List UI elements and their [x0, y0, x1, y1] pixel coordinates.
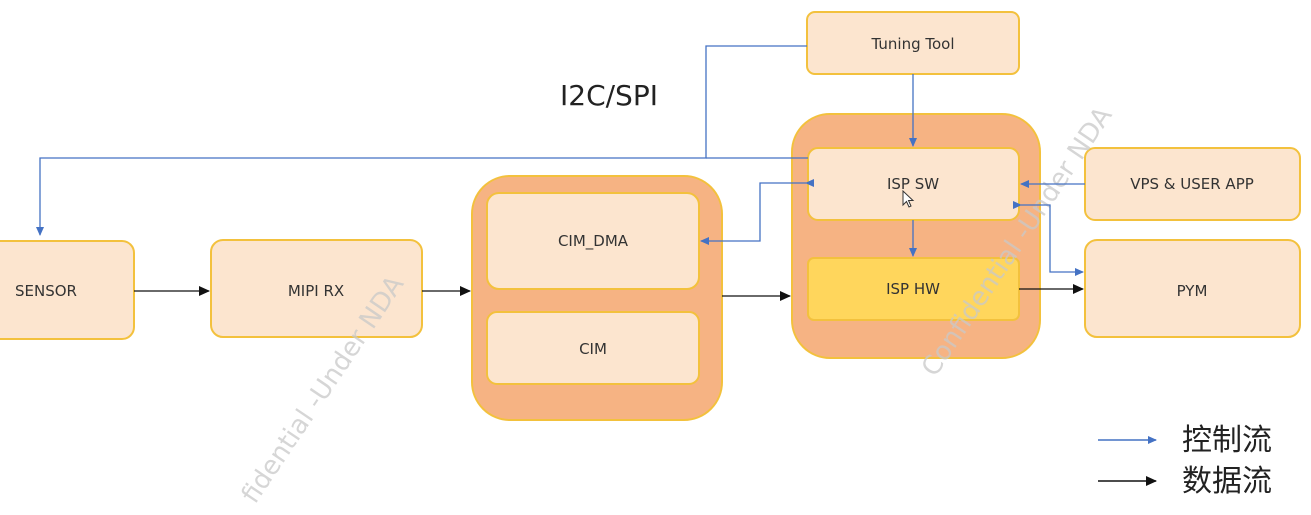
sensor-box [0, 240, 135, 340]
mipi-rx-box [210, 239, 423, 338]
legend-control-label: 控制流 [1182, 423, 1272, 458]
cim-dma-label: CIM_DMA [558, 232, 629, 251]
control-line-isp-sw-to-cim-dma [700, 179, 814, 245]
cim-box [486, 311, 700, 385]
isp-hw-label: ISP HW [886, 280, 940, 298]
control-line-isp-sw-to-pym [1013, 201, 1084, 276]
bus-label: I2C/SPI [560, 79, 658, 112]
cim-dma-box [486, 192, 700, 290]
tuning-tool-label: Tuning Tool [871, 35, 955, 53]
legend-data-label: 数据流 [1182, 464, 1272, 499]
pym-label: PYM [1177, 282, 1208, 300]
pym-box [1084, 239, 1301, 338]
cim-label: CIM [579, 340, 607, 358]
mouse-cursor-icon [902, 189, 915, 208]
sensor-label: SENSOR [15, 282, 77, 300]
isp-sw-label: ISP SW [887, 175, 939, 193]
vps-user-app-label: VPS & USER APP [1130, 175, 1254, 193]
mipi-rx-label: MIPI RX [288, 282, 344, 300]
